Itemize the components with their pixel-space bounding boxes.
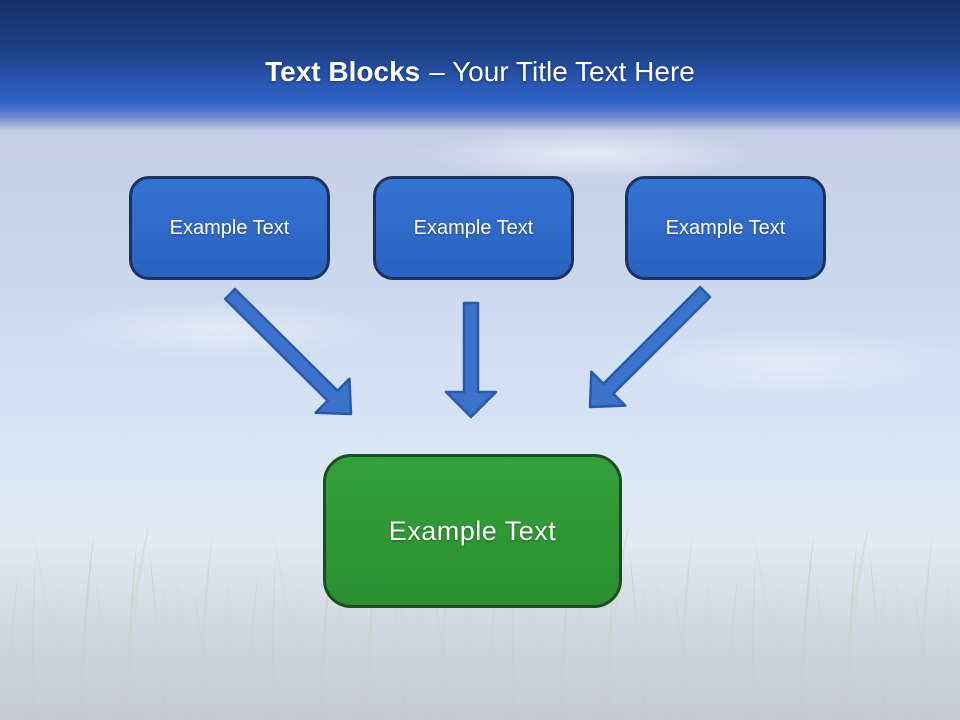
- title-topic: Text Blocks: [265, 56, 421, 87]
- arrow-right-diagonal[interactable]: [588, 285, 712, 409]
- title-subtitle: – Your Title Text Here: [429, 56, 695, 87]
- arrow-middle-down[interactable]: [444, 301, 498, 419]
- slide-title[interactable]: Text Blocks – Your Title Text Here: [0, 54, 960, 90]
- cloud-streak: [410, 128, 770, 180]
- result-block[interactable]: Example Text: [323, 454, 622, 608]
- cloud-streak: [60, 300, 380, 360]
- text-block-3-label: Example Text: [665, 216, 786, 239]
- text-block-2-label: Example Text: [413, 216, 534, 239]
- result-block-label: Example Text: [388, 515, 557, 546]
- arrow-left-diagonal[interactable]: [223, 287, 353, 416]
- slide-header: Text Blocks – Your Title Text Here: [0, 0, 960, 132]
- text-block-1-label: Example Text: [169, 216, 290, 239]
- text-block-1[interactable]: Example Text: [129, 176, 330, 280]
- text-block-2[interactable]: Example Text: [373, 176, 574, 280]
- text-block-3[interactable]: Example Text: [625, 176, 826, 280]
